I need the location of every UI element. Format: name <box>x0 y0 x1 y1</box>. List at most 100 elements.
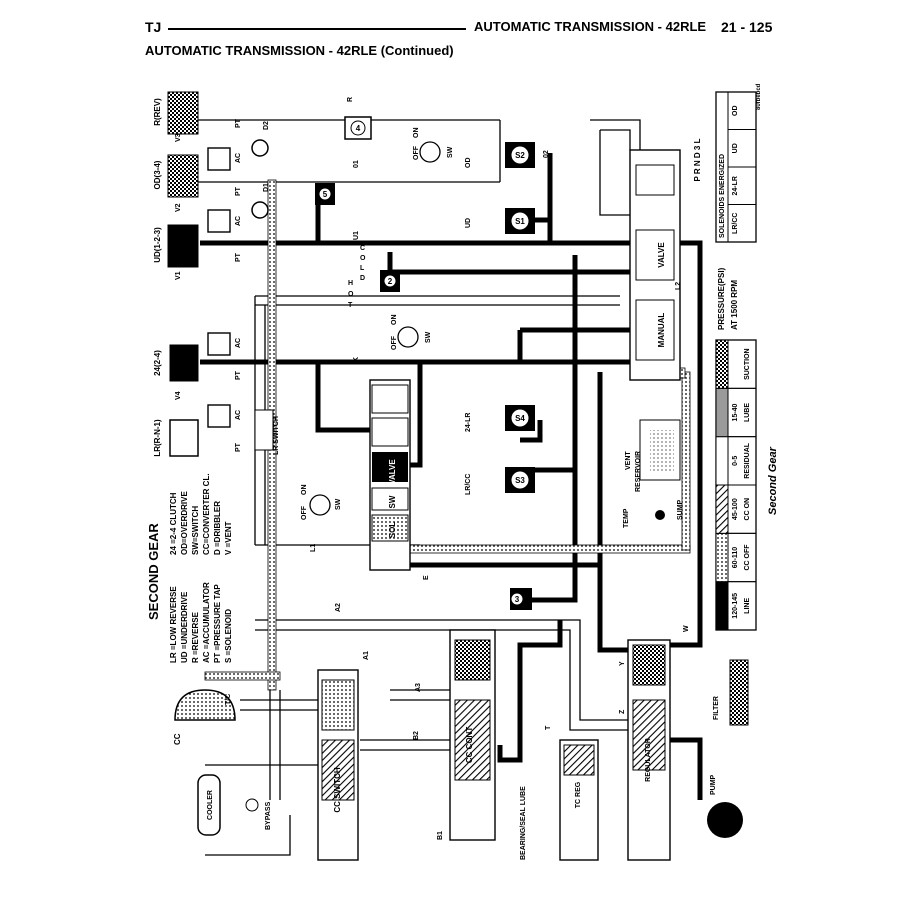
diagram-caption: Second Gear <box>767 446 779 515</box>
pressure-table-text: LUBE <box>744 403 751 422</box>
svg-text:A1: A1 <box>363 651 370 660</box>
svg-text:4: 4 <box>356 124 361 133</box>
svg-text:T/C: T/C <box>225 694 232 705</box>
pressure-swatch <box>715 484 729 534</box>
pressure-table-text: 0-5 <box>732 456 739 466</box>
svg-text:V =VENT: V =VENT <box>224 521 233 555</box>
svg-text:D1: D1 <box>263 183 270 192</box>
solenoid-table-header: OD <box>732 106 739 117</box>
svg-text:TEMP: TEMP <box>623 508 630 528</box>
pressure-table-title-1: PRESSURE(PSI) <box>717 267 726 330</box>
figure-id: 80fbebcd <box>756 83 762 110</box>
pressure-table-text: LINE <box>744 598 751 614</box>
solenoid-table-header: UD <box>732 143 739 153</box>
svg-text:VENT: VENT <box>625 451 632 470</box>
svg-text:Y: Y <box>619 661 626 666</box>
svg-text:24 =2-4 CLUTCH: 24 =2-4 CLUTCH <box>169 492 178 555</box>
svg-text:O: O <box>348 291 354 298</box>
diagram-legend: SECOND GEAR LR =LOW REVERSE UD =UNDERDRI… <box>146 473 233 663</box>
svg-text:S4: S4 <box>515 414 525 423</box>
svg-text:PT: PT <box>235 442 242 452</box>
svg-text:OFF: OFF <box>413 145 420 160</box>
svg-text:SW: SW <box>335 498 342 510</box>
accumulator-labels: AC AC AC AC PT PT PT PT PT D2 D1 V2 V1 V… <box>175 118 270 452</box>
svg-text:ON: ON <box>413 128 420 139</box>
pressure-regulator: REGULATOR <box>627 639 671 861</box>
pressure-swatch <box>715 436 729 486</box>
svg-text:CC=CONVERTER CL.: CC=CONVERTER CL. <box>202 473 211 555</box>
svg-text:MANUAL: MANUAL <box>657 313 666 348</box>
svg-text:S1: S1 <box>515 217 525 226</box>
svg-text:OFF: OFF <box>391 335 398 350</box>
svg-text:L1: L1 <box>310 544 317 552</box>
pressure-table-text: 15-40 <box>732 403 739 421</box>
svg-text:VALVE: VALVE <box>388 459 397 485</box>
svg-text:2: 2 <box>388 277 393 286</box>
dribblers <box>251 139 269 219</box>
svg-text:UD: UD <box>465 218 472 228</box>
svg-text:SUMP: SUMP <box>677 499 684 520</box>
svg-text:ON: ON <box>301 485 308 496</box>
svg-text:V1: V1 <box>175 271 182 280</box>
solenoid-s2: S2 OD <box>465 142 535 168</box>
svg-text:01: 01 <box>353 160 360 168</box>
cc-control-valve: CC CONT BEARING/SEAL LUBE <box>449 629 527 860</box>
svg-text:T: T <box>545 725 552 730</box>
svg-text:S2: S2 <box>515 151 525 160</box>
svg-text:P R N D 3 L: P R N D 3 L <box>693 138 702 181</box>
svg-text:D: D <box>360 275 365 282</box>
tc-regulator: TC REG <box>559 739 599 861</box>
svg-text:PT =PRESSURE TAP: PT =PRESSURE TAP <box>213 584 222 663</box>
svg-text:OFF: OFF <box>301 505 308 520</box>
pressure-swatch <box>715 532 729 583</box>
svg-text:OD: OD <box>465 158 472 169</box>
svg-text:C: C <box>360 245 365 252</box>
svg-text:OD=OVERDRIVE: OD=OVERDRIVE <box>180 491 189 555</box>
svg-text:V3: V3 <box>175 133 182 142</box>
solenoid-s4: S4 24-LR <box>465 405 535 432</box>
pressure-table-text: RESIDUAL <box>744 442 751 479</box>
svg-text:S =SOLENOID: S =SOLENOID <box>224 609 233 663</box>
svg-text:02: 02 <box>543 150 550 158</box>
svg-text:PT: PT <box>235 252 242 262</box>
pressure-swatch <box>715 339 729 389</box>
svg-text:AC: AC <box>235 410 242 420</box>
filter-pump: FILTER PUMP <box>707 659 749 838</box>
header-section-title: AUTOMATIC TRANSMISSION - 42RLE <box>474 19 707 34</box>
header-page-number: 21 - 125 <box>721 19 773 35</box>
svg-text:SW: SW <box>425 331 432 343</box>
manual-valve: VALVE MANUAL P R N D 3 L <box>629 138 702 381</box>
header-code: TJ <box>145 19 162 35</box>
pressure-table-text: CC OFF <box>744 544 751 571</box>
svg-text:CC SWITCH: CC SWITCH <box>333 767 342 813</box>
pressure-table-text: CC ON <box>744 498 751 521</box>
svg-text:BYPASS: BYPASS <box>265 801 272 830</box>
svg-text:B1: B1 <box>437 831 444 840</box>
svg-text:SOL: SOL <box>388 522 397 539</box>
svg-text:V4: V4 <box>175 391 182 400</box>
solenoid-table-header: 24-LR <box>732 176 739 195</box>
clutch-label-24: 24(2-4) <box>153 350 162 376</box>
svg-text:H: H <box>348 280 353 287</box>
solenoid-s3: S3 LR/CC <box>465 467 535 495</box>
pressure-table-text: SUCTION <box>744 348 751 380</box>
svg-text:FILTER: FILTER <box>713 696 720 720</box>
svg-text:VALVE: VALVE <box>657 242 666 268</box>
svg-text:U1: U1 <box>353 231 360 240</box>
svg-text:3: 3 <box>515 595 520 604</box>
svg-text:ON: ON <box>391 315 398 326</box>
svg-text:SW: SW <box>447 146 454 158</box>
passage-labels: R 01 02 U1 K L1 L2 E A1 A2 A3 B1 B2 T W … <box>310 97 690 840</box>
svg-text:COOLER: COOLER <box>207 790 214 820</box>
clutch-ud: UD(1-2-3) <box>153 224 199 268</box>
svg-text:AC =ACCUMULATOR: AC =ACCUMULATOR <box>202 582 211 663</box>
svg-text:Z: Z <box>619 709 626 714</box>
svg-text:B2: B2 <box>413 731 420 740</box>
clutch-label-od: OD(3-4) <box>153 160 162 189</box>
svg-text:SW: SW <box>388 495 397 508</box>
solenoid-table-title: SOLENOIDS ENERGIZED <box>719 154 726 238</box>
svg-text:S3: S3 <box>515 476 525 485</box>
svg-text:D =DRIBBLER: D =DRIBBLER <box>213 501 222 555</box>
